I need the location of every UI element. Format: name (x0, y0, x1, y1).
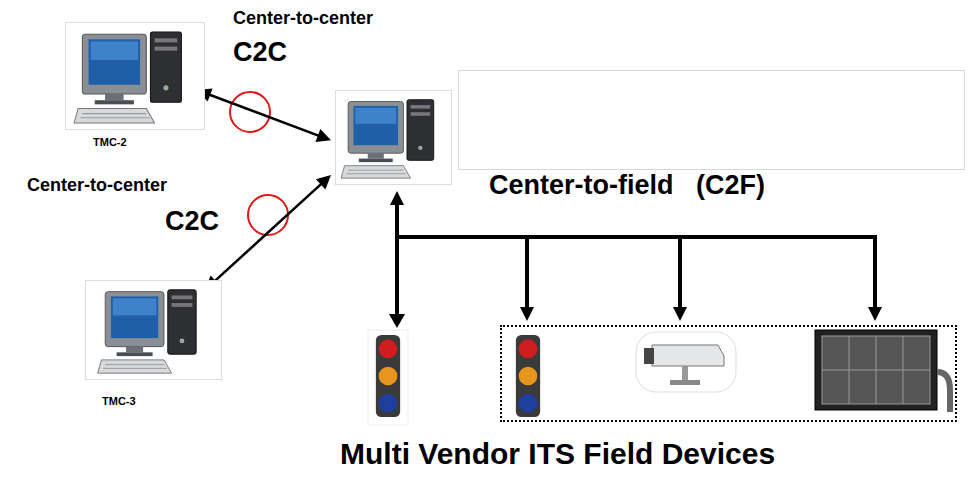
link-label: Center-to-center (27, 175, 167, 196)
computer-node: TMC-3 (85, 280, 222, 380)
connector (205, 175, 331, 290)
computer-node: Center-to-field (C2F) (335, 90, 452, 185)
link-acronym: C2C (233, 37, 287, 68)
device-group: Multi Vendor ITS Field Devices (500, 325, 957, 422)
connector (197, 88, 331, 142)
group-title: Multi Vendor ITS Field Devices (340, 437, 775, 471)
link-label: Center-to-center (233, 8, 373, 29)
computer-node: TMC-2 (65, 22, 205, 130)
link-title: Center-to-field (C2F) (489, 170, 765, 201)
center-label: TMC-2 (93, 136, 127, 148)
camera-icon (636, 332, 736, 392)
center-label: TMC-3 (102, 395, 136, 407)
link-acronym: C2C (165, 206, 219, 237)
sign-icon (815, 330, 950, 412)
computer-icon (341, 96, 448, 181)
connector (390, 191, 882, 321)
computer-icon (71, 28, 201, 126)
computer-icon (91, 286, 218, 376)
